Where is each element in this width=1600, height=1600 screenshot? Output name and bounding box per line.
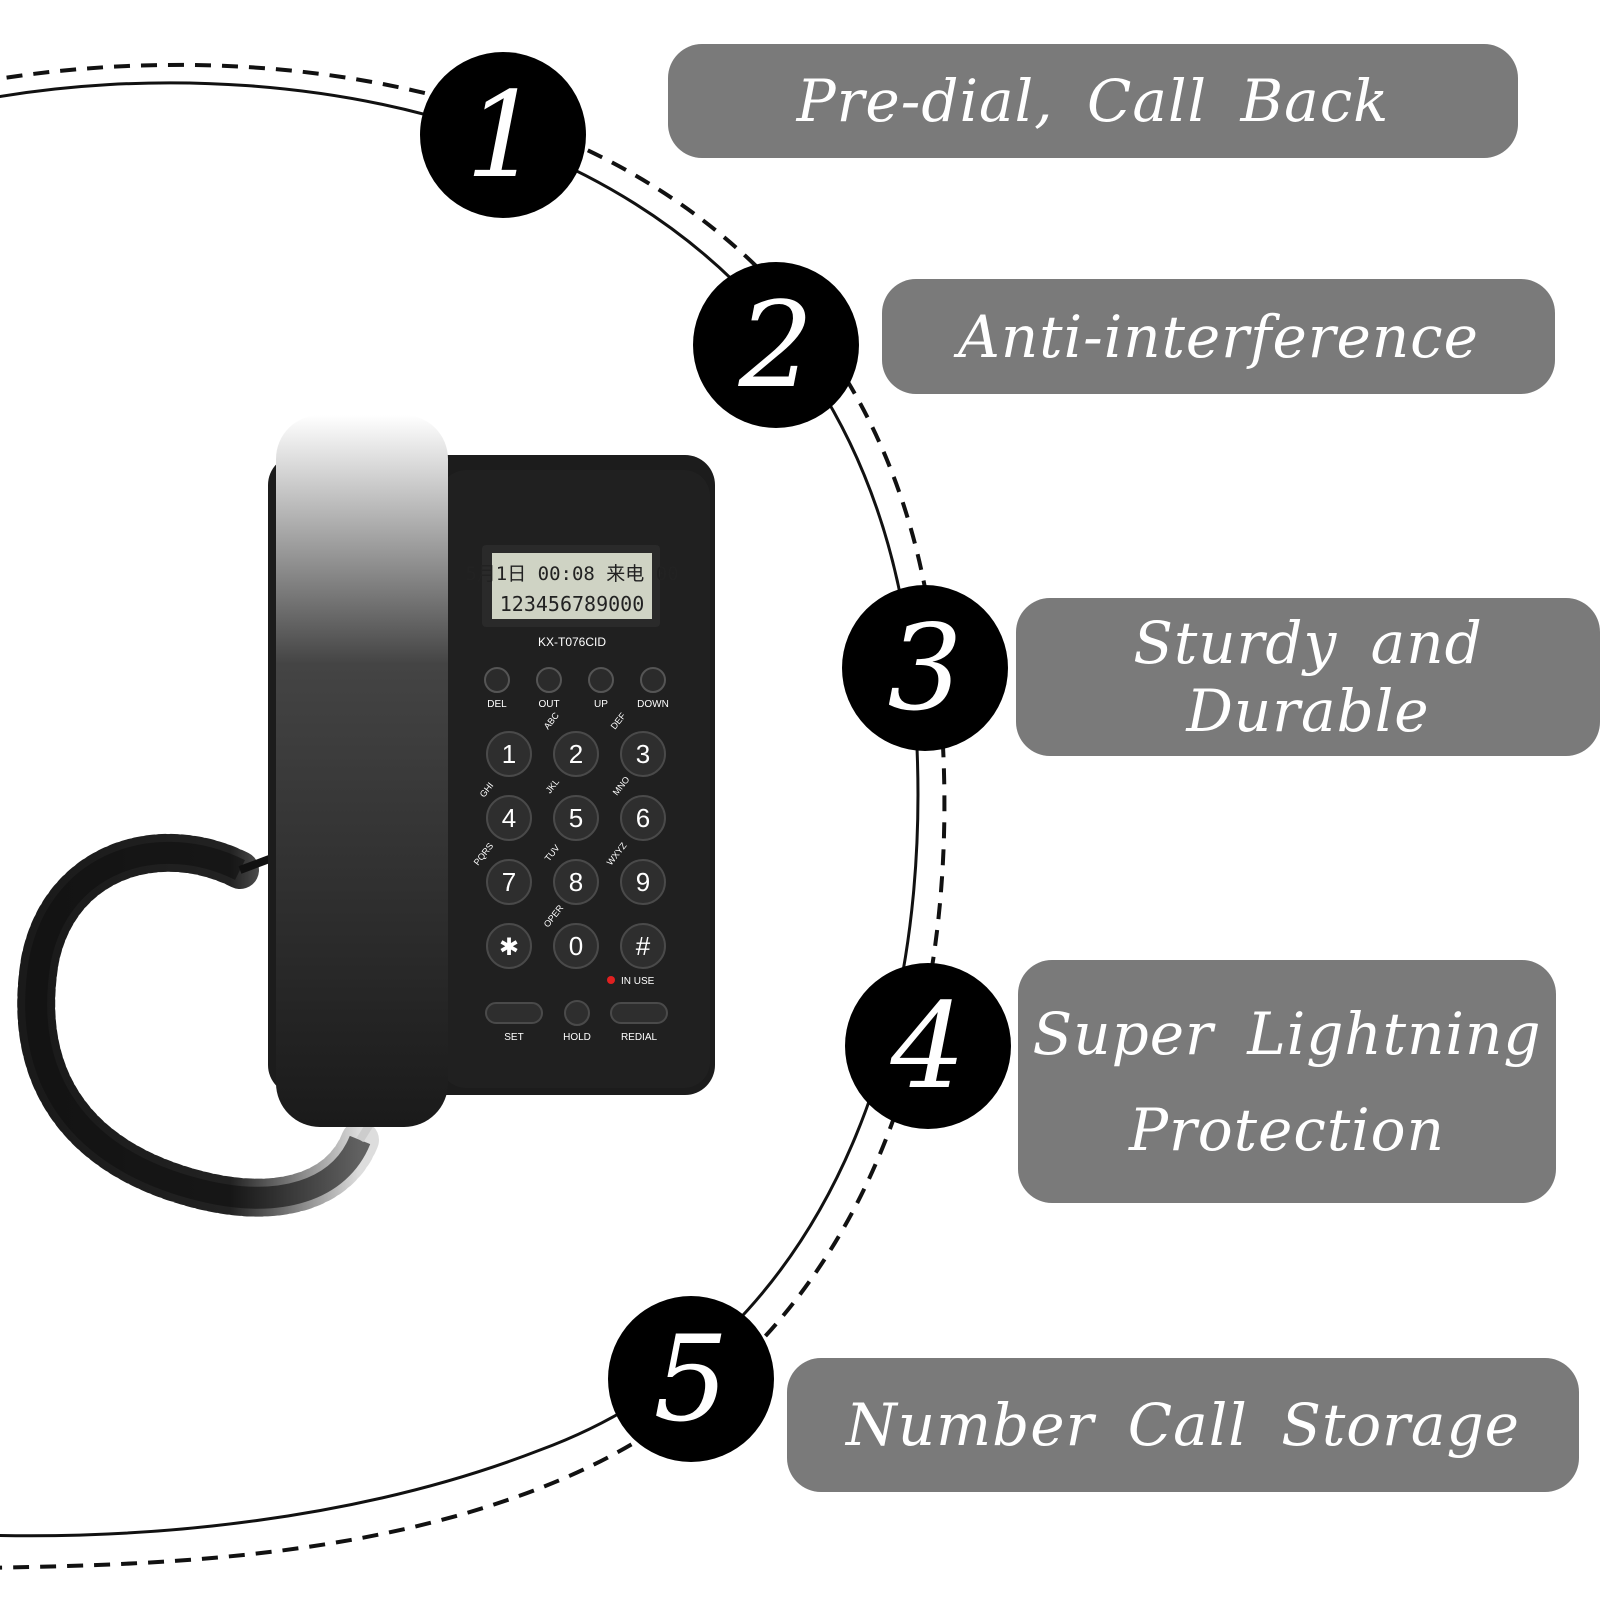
keypad: 1 2 3 4 5 6 7 8 9 ✱ 0 # ABC DEF GHI JKL … (472, 710, 666, 969)
key-2[interactable] (553, 731, 599, 777)
feature-label-4-line-1: Super Lightning (1032, 999, 1542, 1068)
model-label: KX-T076CID (538, 635, 606, 649)
feature-label-5: Number Call Storage (787, 1358, 1579, 1492)
key-1-digit: 1 (502, 739, 516, 769)
redial-label: REDIAL (621, 1032, 658, 1043)
out-button[interactable] (536, 667, 562, 693)
feature-number-2: 2 (693, 262, 859, 428)
lcd-line-1: 5月1日 00:08 来电 00 (465, 563, 678, 585)
feature-label-4-line-2: Protection (1129, 1095, 1445, 1164)
out-label: OUT (538, 699, 559, 710)
up-button[interactable] (588, 667, 614, 693)
key-7-digit: 7 (502, 867, 516, 897)
feature-number-3: 3 (842, 585, 1008, 751)
key-star-digit: ✱ (499, 934, 519, 961)
feature-label-4: Super Lightning Protection (1018, 960, 1556, 1203)
key-2-digit: 2 (569, 739, 583, 769)
up-label: UP (594, 699, 608, 710)
del-button[interactable] (484, 667, 510, 693)
key-8[interactable] (553, 859, 599, 905)
key-hash[interactable] (620, 923, 666, 969)
bottom-keys: SET HOLD REDIAL (485, 1000, 668, 1043)
lcd-display: 5月1日 00:08 来电 00 123456789000 (465, 545, 679, 627)
key-3-digit: 3 (636, 739, 650, 769)
key-0-digit: 0 (569, 931, 583, 961)
feature-number-1: 1 (420, 52, 586, 218)
key-9[interactable] (620, 859, 666, 905)
down-button[interactable] (640, 667, 666, 693)
key-6[interactable] (620, 795, 666, 841)
down-label: DOWN (637, 699, 669, 710)
key-star[interactable] (486, 923, 532, 969)
key-4[interactable] (486, 795, 532, 841)
key-8-digit: 8 (569, 867, 583, 897)
feature-label-1: Pre-dial, Call Back (668, 44, 1518, 158)
handset (276, 415, 448, 1127)
hold-label: HOLD (563, 1032, 591, 1043)
in-use-led (607, 976, 615, 984)
key-5[interactable] (553, 795, 599, 841)
function-keys: DEL OUT UP DOWN (484, 667, 669, 710)
lcd-line-2: 123456789000 (500, 592, 645, 616)
set-button[interactable] (485, 1002, 543, 1024)
feature-number-4: 4 (845, 963, 1011, 1129)
feature-number-5: 5 (608, 1296, 774, 1462)
key-hash-digit: # (636, 931, 651, 961)
key-6-digit: 6 (636, 803, 650, 833)
key-1[interactable] (486, 731, 532, 777)
hold-button[interactable] (564, 1000, 590, 1026)
key-3[interactable] (620, 731, 666, 777)
key-9-digit: 9 (636, 867, 650, 897)
in-use-label: IN USE (621, 976, 655, 987)
set-label: SET (504, 1032, 523, 1043)
feature-label-2: Anti-interference (882, 279, 1555, 394)
key-4-digit: 4 (502, 803, 516, 833)
feature-label-3: Sturdy and Durable (1016, 598, 1600, 756)
key-0[interactable] (553, 923, 599, 969)
redial-button[interactable] (610, 1002, 668, 1024)
del-label: DEL (487, 699, 507, 710)
key-5-digit: 5 (569, 803, 583, 833)
key-7[interactable] (486, 859, 532, 905)
